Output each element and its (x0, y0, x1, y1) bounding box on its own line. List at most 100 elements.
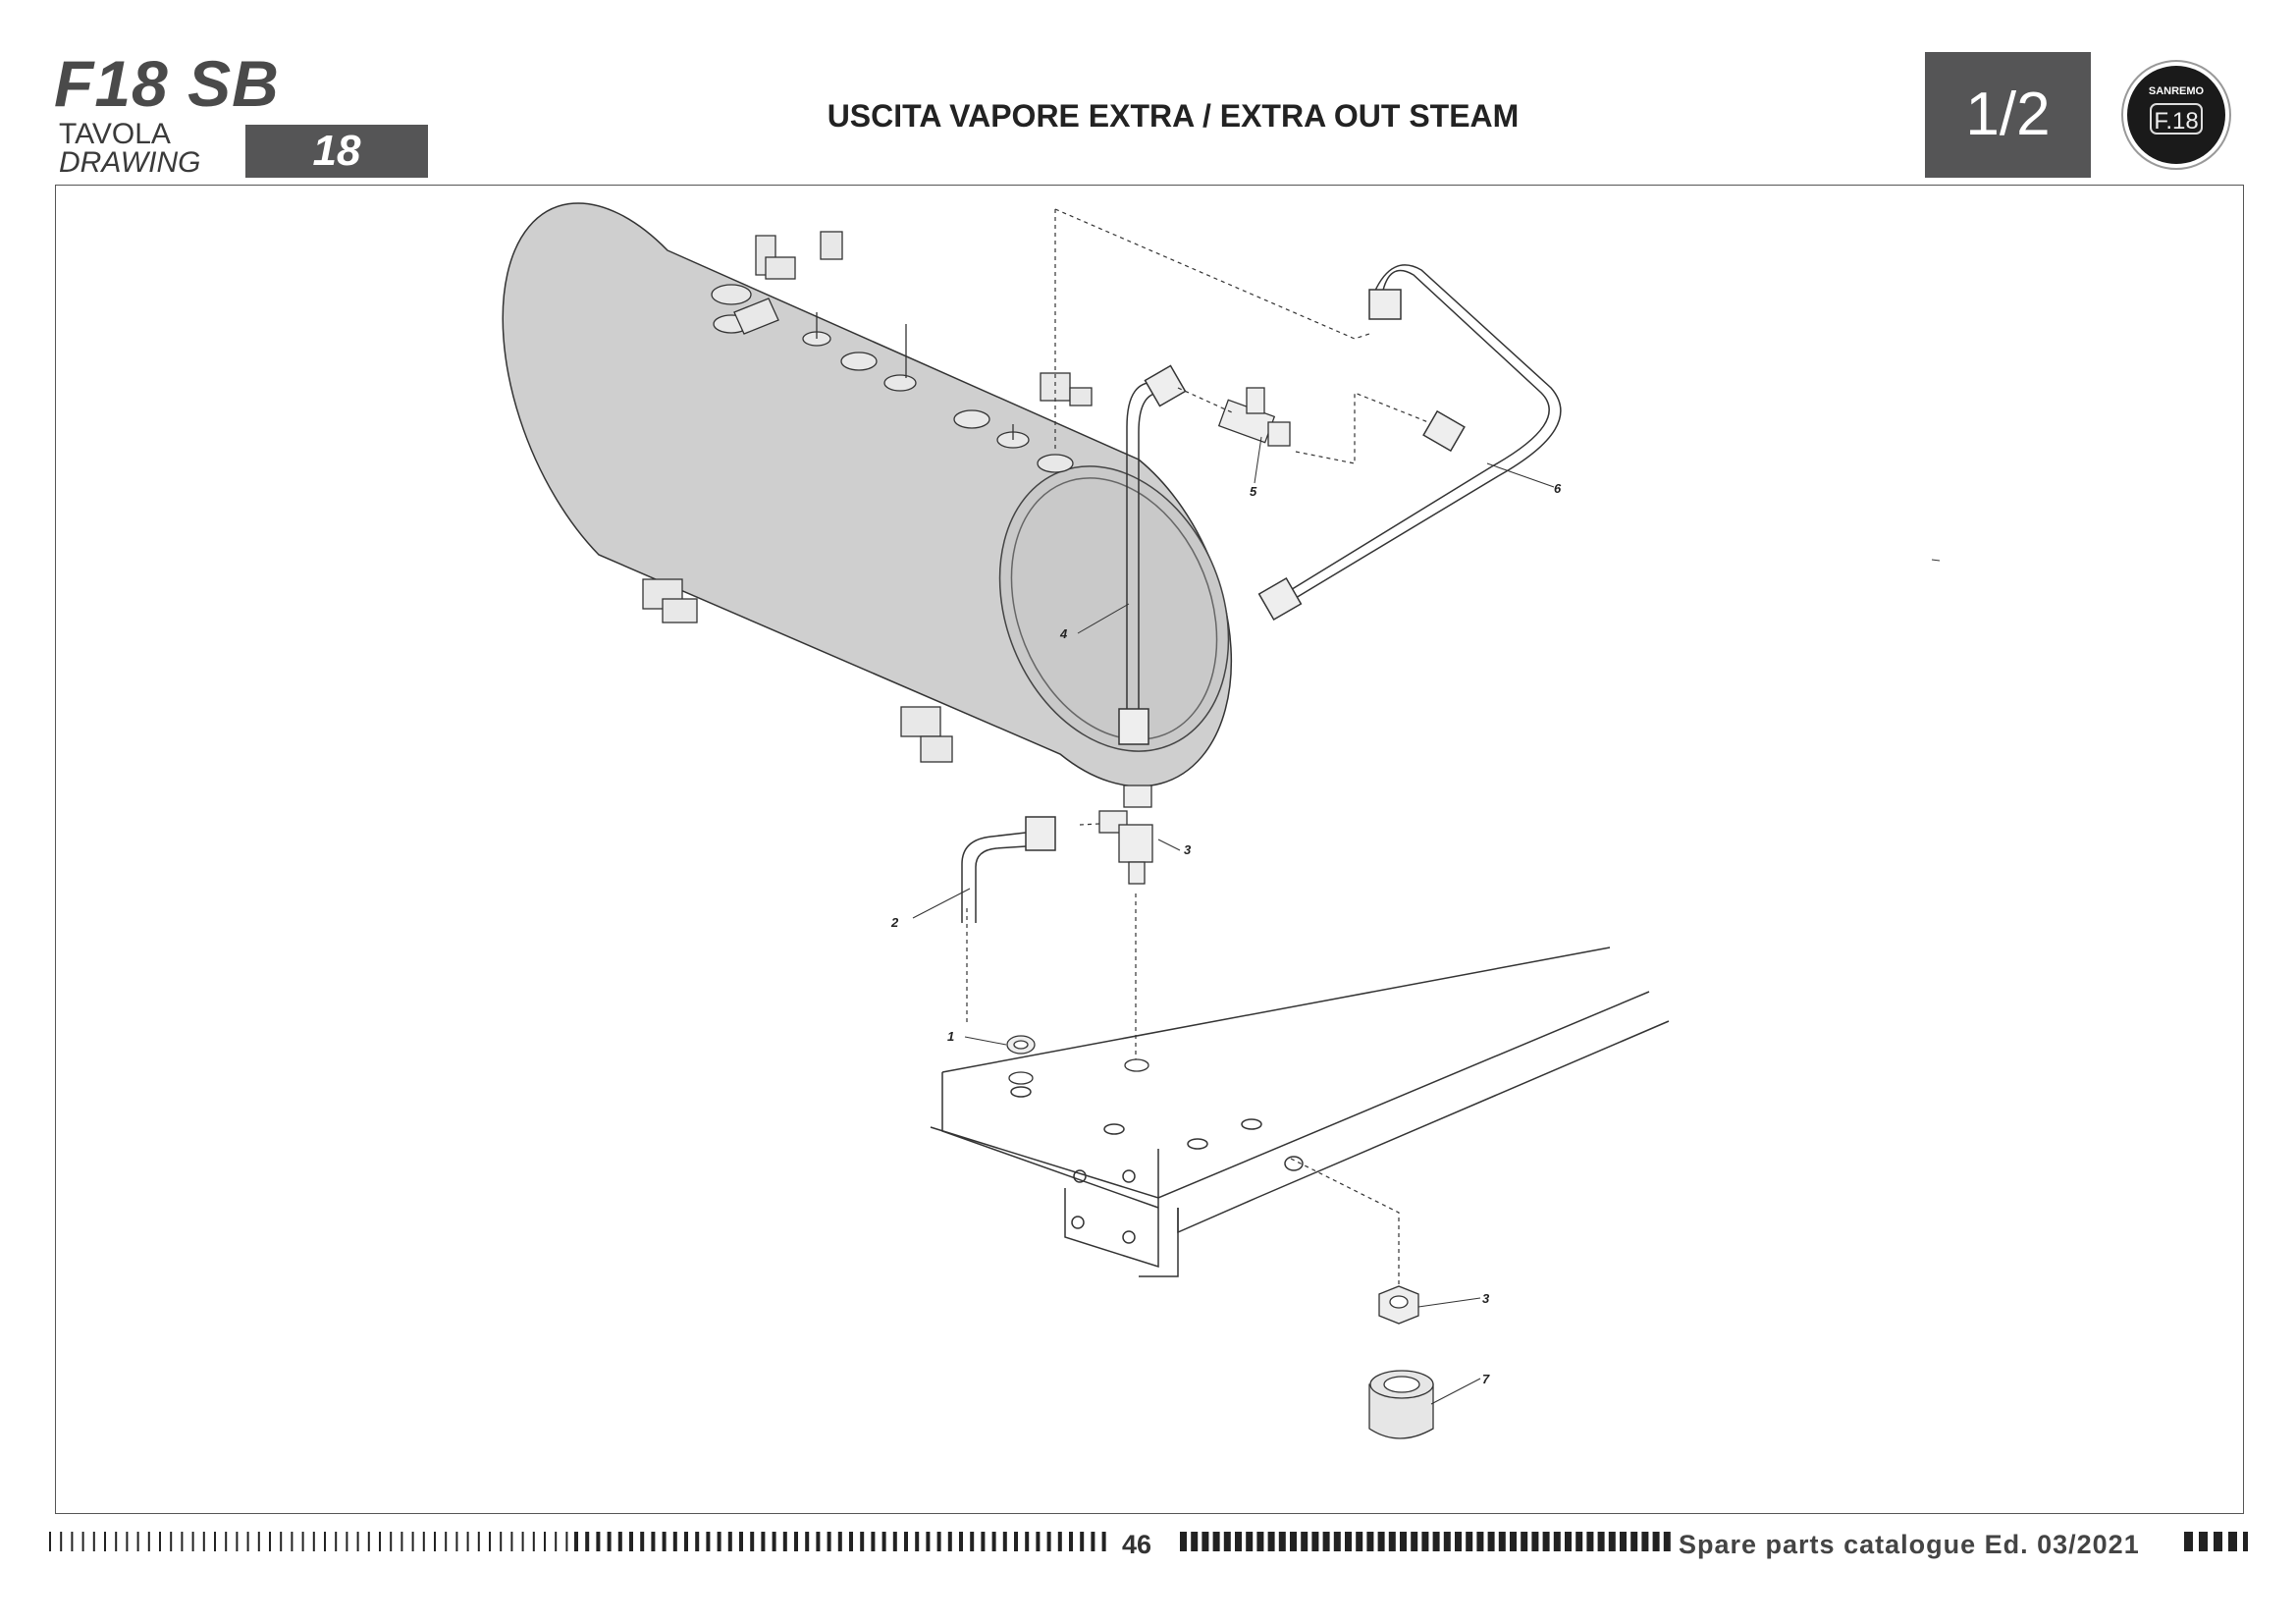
footer-tick (257, 1532, 260, 1551)
footer-tick (291, 1532, 294, 1551)
footer-tick (411, 1532, 414, 1551)
nut-3 (1378, 1285, 1419, 1325)
footer-tick (1345, 1532, 1352, 1551)
footer-tick (1542, 1532, 1550, 1551)
footer-tick (170, 1532, 173, 1551)
logo-brand-text: SANREMO (2149, 85, 2205, 97)
footer-tick (301, 1532, 304, 1551)
footer-tick (1191, 1532, 1199, 1551)
footer-tick (225, 1532, 228, 1551)
valve-5 (1217, 387, 1291, 447)
footer-tick (202, 1532, 205, 1551)
footer-tick (379, 1532, 381, 1551)
catalog-edition: Spare parts catalogue Ed. 03/2021 (1679, 1530, 2140, 1559)
footer-tick (662, 1532, 667, 1551)
page-title: USCITA VAPORE EXTRA / EXTRA OUT STEAM (827, 98, 1520, 134)
footer-tick (915, 1532, 920, 1551)
footer-tick (1498, 1532, 1506, 1551)
footer-tick (269, 1532, 271, 1551)
footer-tick (1057, 1532, 1062, 1551)
footer-tick (947, 1532, 952, 1551)
footer-tick (1553, 1532, 1561, 1551)
footer-tick (104, 1532, 106, 1551)
callout-3a: 3 (1184, 842, 1192, 857)
footer-tick (651, 1532, 656, 1551)
tavola-label: TAVOLA (59, 118, 171, 150)
footer-tick (607, 1532, 612, 1551)
logo-model-text: F.18 (2154, 108, 2198, 135)
footer-tick (115, 1532, 118, 1551)
footer-tick (981, 1532, 986, 1551)
footer-tick (532, 1532, 535, 1551)
footer-tick (521, 1532, 524, 1551)
sanremo-logo-icon: SANREMO F.18 (2121, 60, 2231, 170)
footer-tick (1080, 1532, 1085, 1551)
footer-barcode (49, 1532, 2248, 1551)
footer-tick (466, 1532, 469, 1551)
boiler (502, 202, 1233, 787)
footer-tick (1565, 1532, 1572, 1551)
callout-3b: 3 (1482, 1291, 1490, 1306)
footer-tick (1421, 1532, 1429, 1551)
footer-tick (1356, 1532, 1363, 1551)
footer-tick (871, 1532, 876, 1551)
footer-tick (1597, 1532, 1605, 1551)
footer-tick (1212, 1532, 1220, 1551)
knob-7 (1368, 1370, 1434, 1439)
footer-tick (672, 1532, 677, 1551)
footer-tick (1333, 1532, 1341, 1551)
callout-6: 6 (1554, 481, 1562, 496)
drawing-number: 18 (245, 125, 428, 178)
callout-1: 1 (947, 1029, 954, 1044)
footer-tick (445, 1532, 448, 1551)
footer-tick (1663, 1532, 1671, 1551)
footer-tick (489, 1532, 491, 1551)
callout-2: 2 (890, 915, 899, 930)
footer-tick (1322, 1532, 1330, 1551)
footer-tick (970, 1532, 975, 1551)
footer-tick (1101, 1532, 1106, 1551)
footer-tick (422, 1532, 425, 1551)
footer-tick (1411, 1532, 1418, 1551)
footer-tick (49, 1532, 51, 1551)
footer-tick (181, 1532, 184, 1551)
footer-tick (1521, 1532, 1528, 1551)
footer-tick (1290, 1532, 1297, 1551)
footer-tick (1531, 1532, 1539, 1551)
footer-tick (2214, 1532, 2222, 1551)
footer-tick (1311, 1532, 1319, 1551)
footer-tick (136, 1532, 139, 1551)
footer-tick (477, 1532, 480, 1551)
footer-tick (794, 1532, 798, 1551)
footer-tick (991, 1532, 996, 1551)
footer-tick (236, 1532, 239, 1551)
footer-tick (390, 1532, 393, 1551)
pipe-6 (1257, 264, 1562, 622)
footer-tick (71, 1532, 74, 1551)
footer-tick (565, 1532, 568, 1551)
footer-tick (892, 1532, 897, 1551)
page-number: 46 (1122, 1530, 1152, 1559)
footer-tick (1455, 1532, 1462, 1551)
footer-tick (400, 1532, 403, 1551)
footer-tick (904, 1532, 908, 1551)
footer-tick (596, 1532, 601, 1551)
footer-tick (750, 1532, 755, 1551)
footer-tick (1377, 1532, 1385, 1551)
fitting-3 (1098, 785, 1153, 885)
footer-tick (335, 1532, 338, 1551)
footer-tick (1586, 1532, 1594, 1551)
footer-tick (1235, 1532, 1242, 1551)
footer-tick (837, 1532, 842, 1551)
footer-tick (81, 1532, 84, 1551)
footer-tick (2184, 1532, 2193, 1551)
footer-tick (574, 1532, 578, 1551)
footer-tick (695, 1532, 700, 1551)
footer-tick (860, 1532, 865, 1551)
footer-tick (1487, 1532, 1495, 1551)
footer-tick (346, 1532, 348, 1551)
footer-tick (1443, 1532, 1451, 1551)
footer-tick (881, 1532, 886, 1551)
footer-tick (1620, 1532, 1627, 1551)
footer-tick (640, 1532, 645, 1551)
